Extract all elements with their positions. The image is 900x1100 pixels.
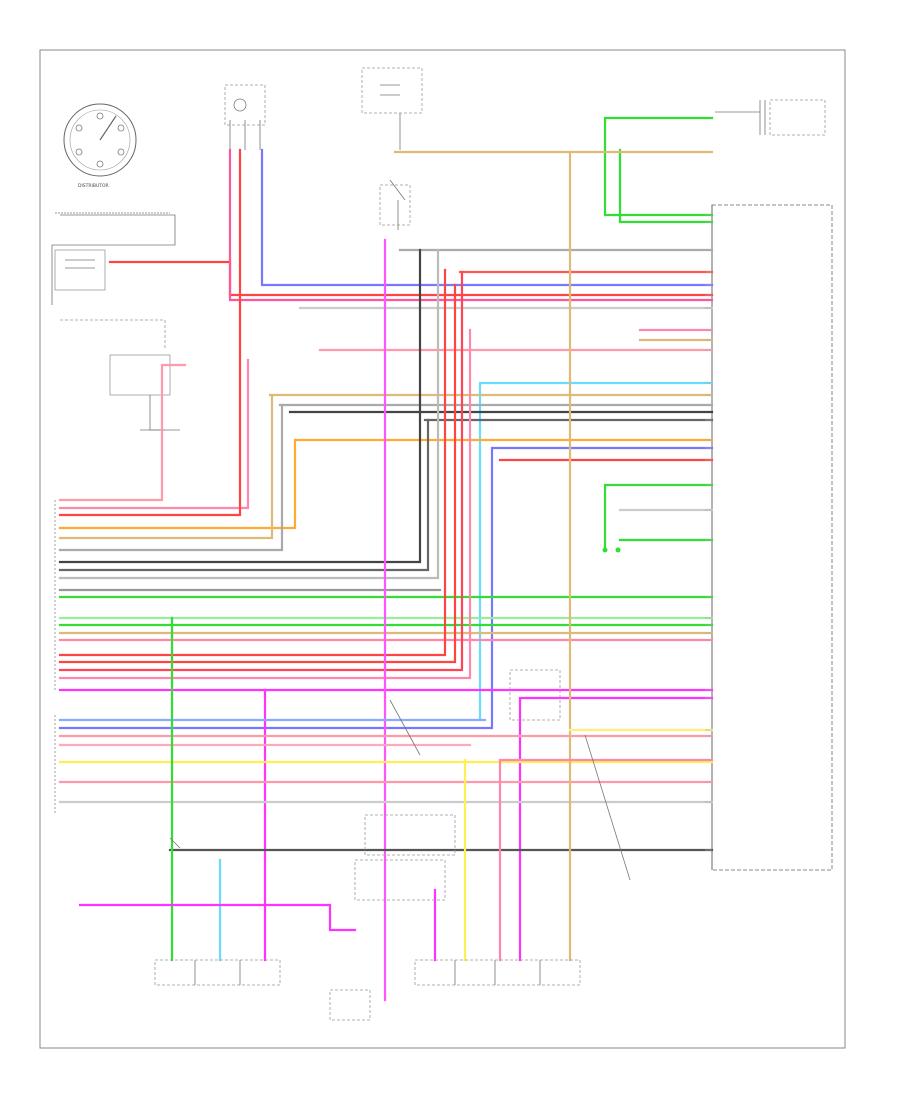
ignition-control-module [109, 354, 180, 431]
ecm-pin-ticks [705, 214, 712, 851]
right-sensor-box [509, 669, 561, 721]
wire-orange-1 [58, 438, 714, 530]
wire-black-4 [58, 418, 430, 572]
bottom-right-components [414, 959, 581, 986]
wire-magenta-5 [518, 696, 714, 962]
wire-gray-6 [58, 248, 440, 580]
wire-pink-6 [58, 328, 472, 680]
wire-tan-5 [393, 150, 714, 962]
wire-red-5 [58, 268, 447, 657]
wire-lightblue-1 [478, 381, 714, 722]
ecm-block [711, 204, 833, 871]
wire-green-3 [603, 483, 714, 550]
bottom-center-component [329, 989, 371, 1021]
wire-magenta-1 [228, 148, 714, 302]
wire-black-3 [58, 248, 422, 564]
wire-pink-3 [58, 363, 187, 502]
distributor-label: DISTRIBUTOR [78, 183, 109, 189]
bottom-left-components [154, 959, 281, 986]
wire-tan-3 [58, 393, 274, 540]
ignition-coil [54, 249, 166, 350]
wire-blue-2 [58, 446, 714, 730]
wire-red-6 [58, 283, 457, 664]
top-right-sensor [715, 99, 826, 136]
wire-red-7 [58, 270, 464, 672]
wire-green-1 [603, 116, 714, 217]
wire-green-2 [618, 148, 714, 224]
distributor: DISTRIBUTOR [51, 103, 176, 305]
diagram-border [39, 49, 846, 1049]
center-sensor-box [354, 814, 456, 901]
wire-blue-1 [260, 148, 714, 287]
wire-pink-11 [78, 903, 357, 932]
crank-sensor [224, 84, 266, 150]
wire-red-4 [58, 148, 242, 517]
wire-pink-4 [58, 358, 250, 510]
wire-gray-5 [58, 403, 284, 552]
top-switch [361, 67, 423, 230]
wire-pink-10 [498, 758, 714, 962]
wire-red-1 [108, 260, 714, 297]
